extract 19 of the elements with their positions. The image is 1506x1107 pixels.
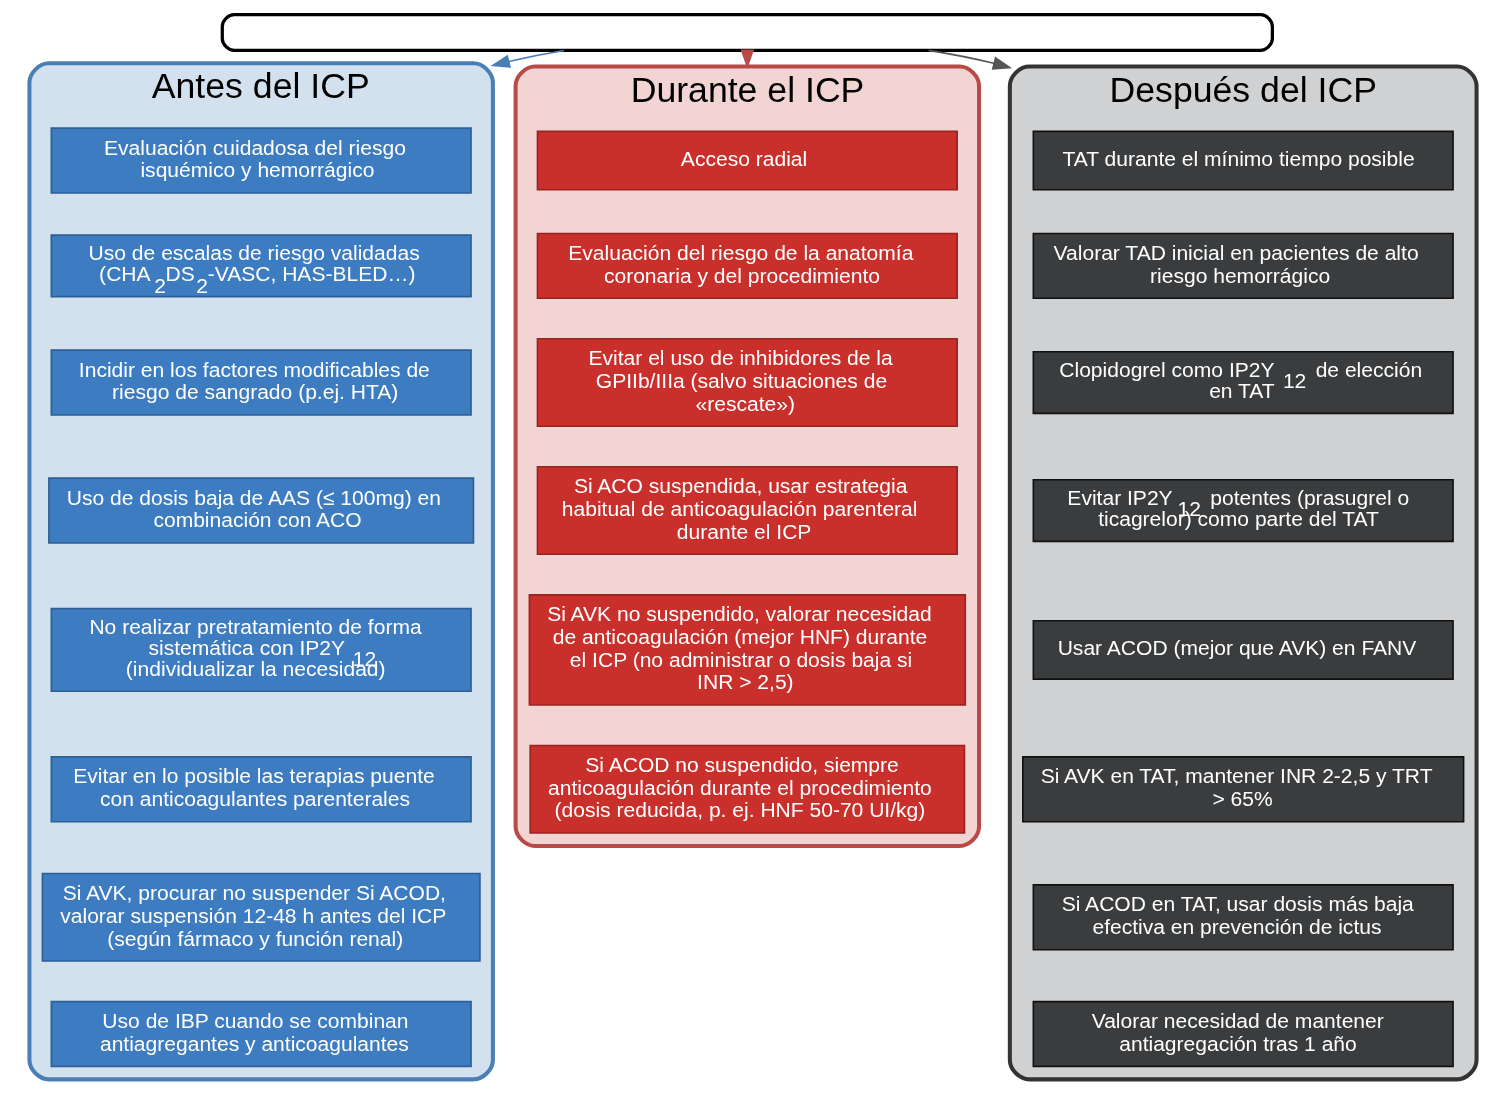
node-box: Evaluación cuidadosa del riesgo isquémico y hemorrágico	[50, 127, 472, 194]
node-box: Valorar TAD inicial en pacientes de alto riesgo hemorrágico	[1032, 232, 1454, 300]
node-box: Si AVK, procurar no suspender Si ACOD, valorar suspensión 12-48 h antes del ICP (según fármaco y función renal)	[41, 872, 481, 962]
node-box: Si ACOD no suspendido, siempre anticoagulación durante el procedimiento (dosis reducida, p. ej. HNF 50-70 UI/kg)	[529, 744, 966, 834]
arrow	[927, 49, 1013, 70]
node-box: Si AVK no suspendido, valorar necesidad de anticoagulación (mejor HNF) durante el ICP (no administrar o dosis baja si INR > 2,5)	[528, 594, 967, 706]
node-box: Evitar el uso de inhibidores de la GPIIb/IIIa (salvo situaciones de «rescate»)	[536, 337, 958, 428]
node-box: Incidir en los factores modificables de riesgo de sangrado (p.ej. HTA)	[50, 349, 472, 416]
node-box: Acceso radial	[536, 130, 958, 191]
node-box: Uso de IBP cuando se combinan antiagregantes y anticoagulantes	[50, 1000, 472, 1068]
node-box: Uso de dosis baja de AAS (≤ 100mg) en combinación con ACO	[48, 477, 475, 544]
node-box: Valorar necesidad de mantener antiagregación tras 1 año	[1032, 1000, 1454, 1068]
node-box: Si ACO suspendida, usar estrategia habitual de anticoagulación parenteral durante el ICP	[536, 466, 958, 556]
node-box: Si AVK en TAT, mantener INR 2-2,5 y TRT > 65%	[1022, 756, 1465, 823]
node-box: Evaluación del riesgo de la anatomía coronaria y del procedimiento	[536, 232, 958, 300]
node-box: TAT durante el mínimo tiempo posible	[1032, 130, 1454, 191]
node-box: Si ACOD en TAT, usar dosis más baja efectiva en prevención de ictus	[1032, 884, 1454, 951]
node-box: Evitar en lo posible las terapias puente con anticoagulantes parenterales	[50, 756, 472, 823]
node-box: Usar ACOD (mejor que AVK) en FANV	[1032, 619, 1454, 680]
